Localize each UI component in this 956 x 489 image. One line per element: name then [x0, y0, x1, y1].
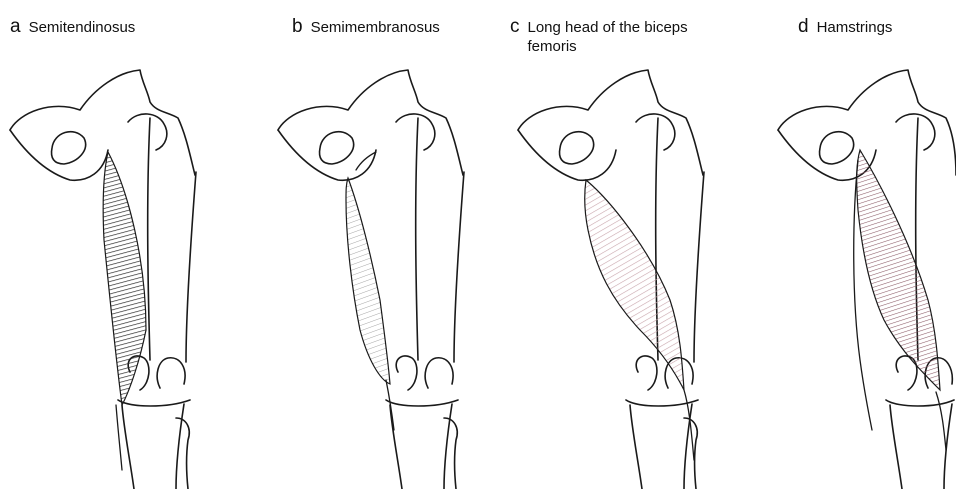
ischium — [278, 130, 376, 180]
ischium — [518, 130, 616, 180]
pelvis — [10, 70, 195, 175]
semitendinosus-muscle — [103, 152, 146, 405]
ischium — [10, 130, 108, 180]
pelvis — [278, 70, 463, 175]
semimembranosus-muscle — [346, 178, 390, 384]
obturator-foramen — [560, 132, 594, 164]
leg-illustration — [260, 0, 500, 489]
hamstrings-muscle-group — [857, 150, 940, 390]
pelvis — [778, 70, 956, 175]
leg-illustration — [500, 0, 740, 489]
obturator-foramen — [52, 132, 86, 164]
femoral-condyles — [396, 356, 453, 390]
pelvis — [518, 70, 703, 175]
tibia — [118, 400, 190, 489]
femur-shaft — [148, 118, 196, 362]
tendon — [116, 405, 122, 470]
femoral-condyles — [636, 356, 693, 390]
femoral-head — [396, 114, 435, 150]
leg-illustration — [760, 0, 956, 489]
obturator-foramen — [320, 132, 354, 164]
panel-semitendinosus: a Semitendinosus — [0, 0, 240, 489]
panel-long-head-biceps-femoris: c Long head of the biceps femoris — [500, 0, 740, 489]
obturator-foramen — [820, 132, 854, 164]
tibia — [386, 400, 458, 489]
leg-illustration — [0, 0, 240, 489]
femur-shaft — [416, 118, 464, 362]
biceps-femoris-muscle — [585, 180, 684, 390]
panel-hamstrings: d Hamstrings — [760, 0, 956, 489]
tibia — [626, 400, 698, 489]
biceps-tendon — [936, 392, 946, 450]
femoral-head — [636, 114, 675, 150]
panel-semimembranosus: b Semimembranosus — [260, 0, 500, 489]
tibia — [886, 400, 954, 489]
femoral-head — [128, 114, 167, 150]
femoral-head — [896, 114, 935, 150]
